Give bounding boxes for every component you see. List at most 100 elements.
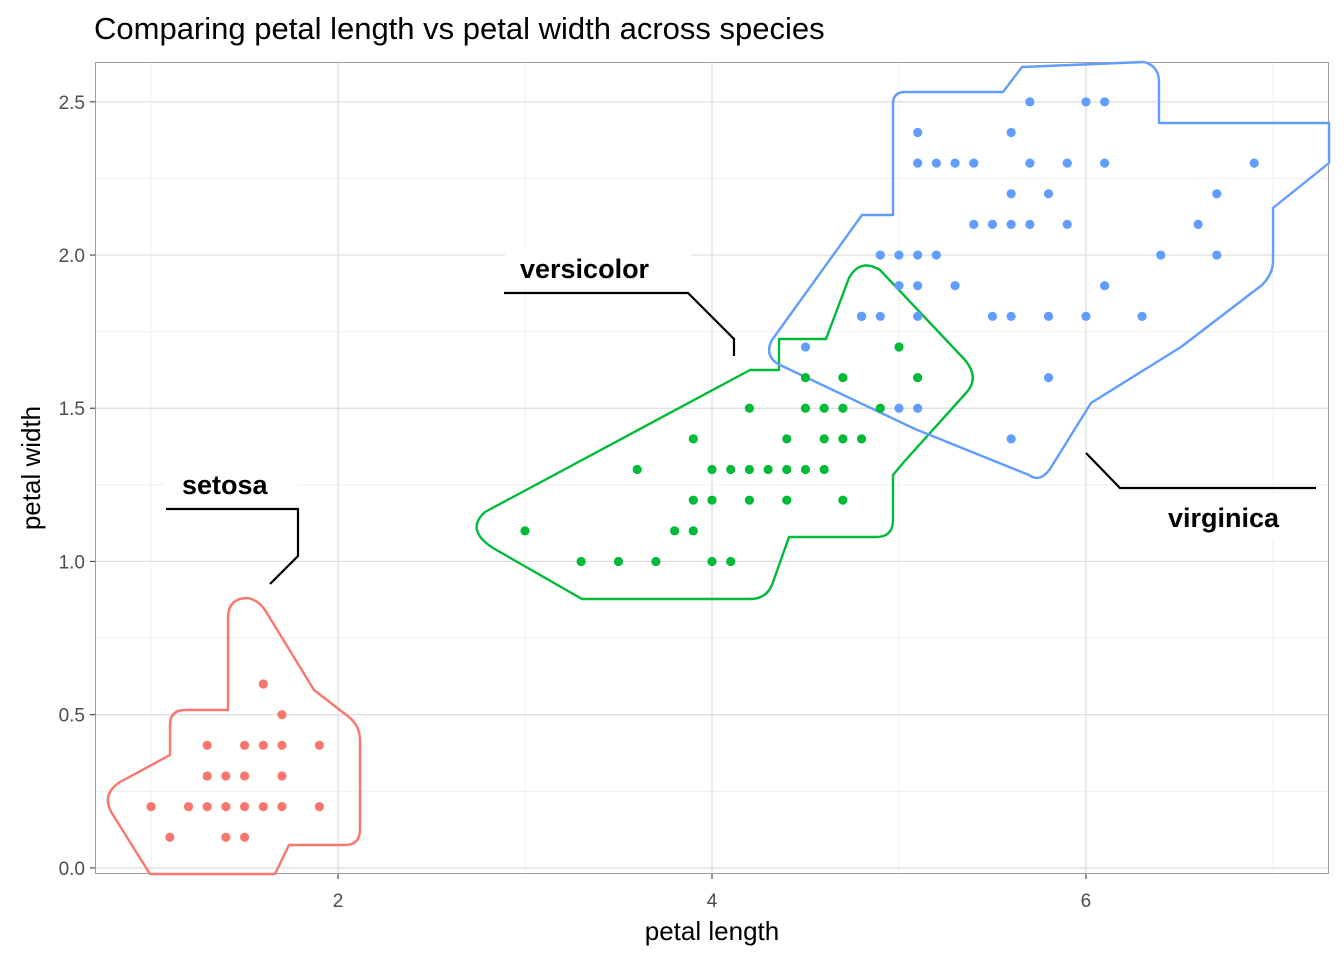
setosa-point [258,679,268,689]
versicolor-point [913,373,923,383]
setosa-point [202,740,212,750]
versicolor-point [520,526,530,536]
versicolor-point [838,495,848,505]
virginica-point [1081,97,1091,107]
virginica-point [1062,219,1072,229]
setosa-point [277,710,287,720]
versicolor-point [856,434,867,444]
versicolor-point [632,464,642,475]
setosa-point [146,801,156,812]
versicolor-point [707,495,717,505]
setosa-point [202,801,212,812]
versicolor-point [744,495,754,505]
versicolor-point [800,464,811,475]
setosa-point [239,801,250,812]
virginica-point [1100,158,1110,168]
virginica-point [1081,311,1091,321]
virginica-point [1137,311,1147,321]
setosa-point [183,801,194,812]
versicolor-point [800,373,811,383]
versicolor-leader-line [504,291,736,356]
versicolor-point [838,373,848,383]
versicolor-point [763,464,773,475]
virginica-point [1006,311,1016,321]
y-tick-label: 1.5 [59,399,85,420]
virginica-point [1025,97,1035,107]
versicolor-point [613,556,624,567]
y-axis-title: petal width [16,406,46,530]
annotation-layer: setosa versicolor virginica [164,246,1318,585]
setosa-point [165,832,175,842]
versicolor-point [894,342,904,352]
setosa-point [221,832,231,842]
virginica-hull [767,60,1331,480]
versicolor-point [819,434,829,444]
virginica-point [987,219,998,229]
setosa-point [258,740,268,750]
setosa-point [239,832,250,842]
points-layer [146,97,1259,842]
versicolor-point [688,495,698,505]
virginica-point [913,281,923,291]
virginica-point [1006,219,1016,229]
virginica-point [931,250,941,260]
versicolor-label-backdrop [505,246,691,288]
virginica-point [1043,311,1054,321]
setosa-hull [106,596,362,876]
virginica-point [913,127,923,138]
virginica-label-backdrop [1150,496,1318,538]
versicolor-label: versicolor [520,254,650,284]
virginica-point [1100,281,1110,291]
x-tick-label: 2 [333,891,344,912]
virginica-point [800,342,811,352]
virginica-point [1006,189,1016,199]
virginica-label: virginica [1168,503,1280,533]
setosa-point [239,771,250,781]
versicolor-point [688,434,698,444]
virginica-point [931,158,941,168]
virginica-point [1006,127,1016,138]
versicolor-point [744,464,754,475]
virginica-point [1025,158,1035,168]
virginica-point [875,250,885,260]
setosa-label: setosa [182,470,269,500]
y-tick-label: 0.5 [59,706,85,727]
versicolor-point [819,464,829,475]
versicolor-point [819,403,829,413]
virginica-point [913,311,923,321]
setosa-leader-line [166,507,300,585]
virginica-point [1100,97,1110,107]
y-tick-label: 2.5 [59,93,85,114]
virginica-point [913,250,923,260]
virginica-point [969,158,979,168]
versicolor-point [707,464,717,475]
setosa-point [221,801,231,812]
virginica-point [1006,434,1016,444]
plot-frame [95,62,1329,874]
x-tick-label: 6 [1081,891,1092,912]
setosa-point [314,740,324,750]
setosa-label-backdrop [164,462,298,504]
virginica-point [1025,219,1035,229]
setosa-point [277,740,287,750]
virginica-point [1043,373,1054,383]
setosa-point [202,771,212,781]
versicolor-point [670,526,680,536]
versicolor-point [688,526,698,536]
virginica-point [1043,189,1054,199]
versicolor-point [838,434,848,444]
versicolor-point [651,556,661,567]
virginica-point [894,403,904,413]
y-tick-label: 2.0 [59,246,85,267]
setosa-point [277,771,287,781]
versicolor-point [800,403,811,413]
x-axis-title: petal length [645,916,779,946]
virginica-point [969,219,979,229]
versicolor-point [707,556,717,567]
hull-layer [106,60,1331,876]
versicolor-point [782,464,792,475]
versicolor-point [838,403,848,413]
virginica-point [987,311,998,321]
setosa-point [258,801,268,812]
